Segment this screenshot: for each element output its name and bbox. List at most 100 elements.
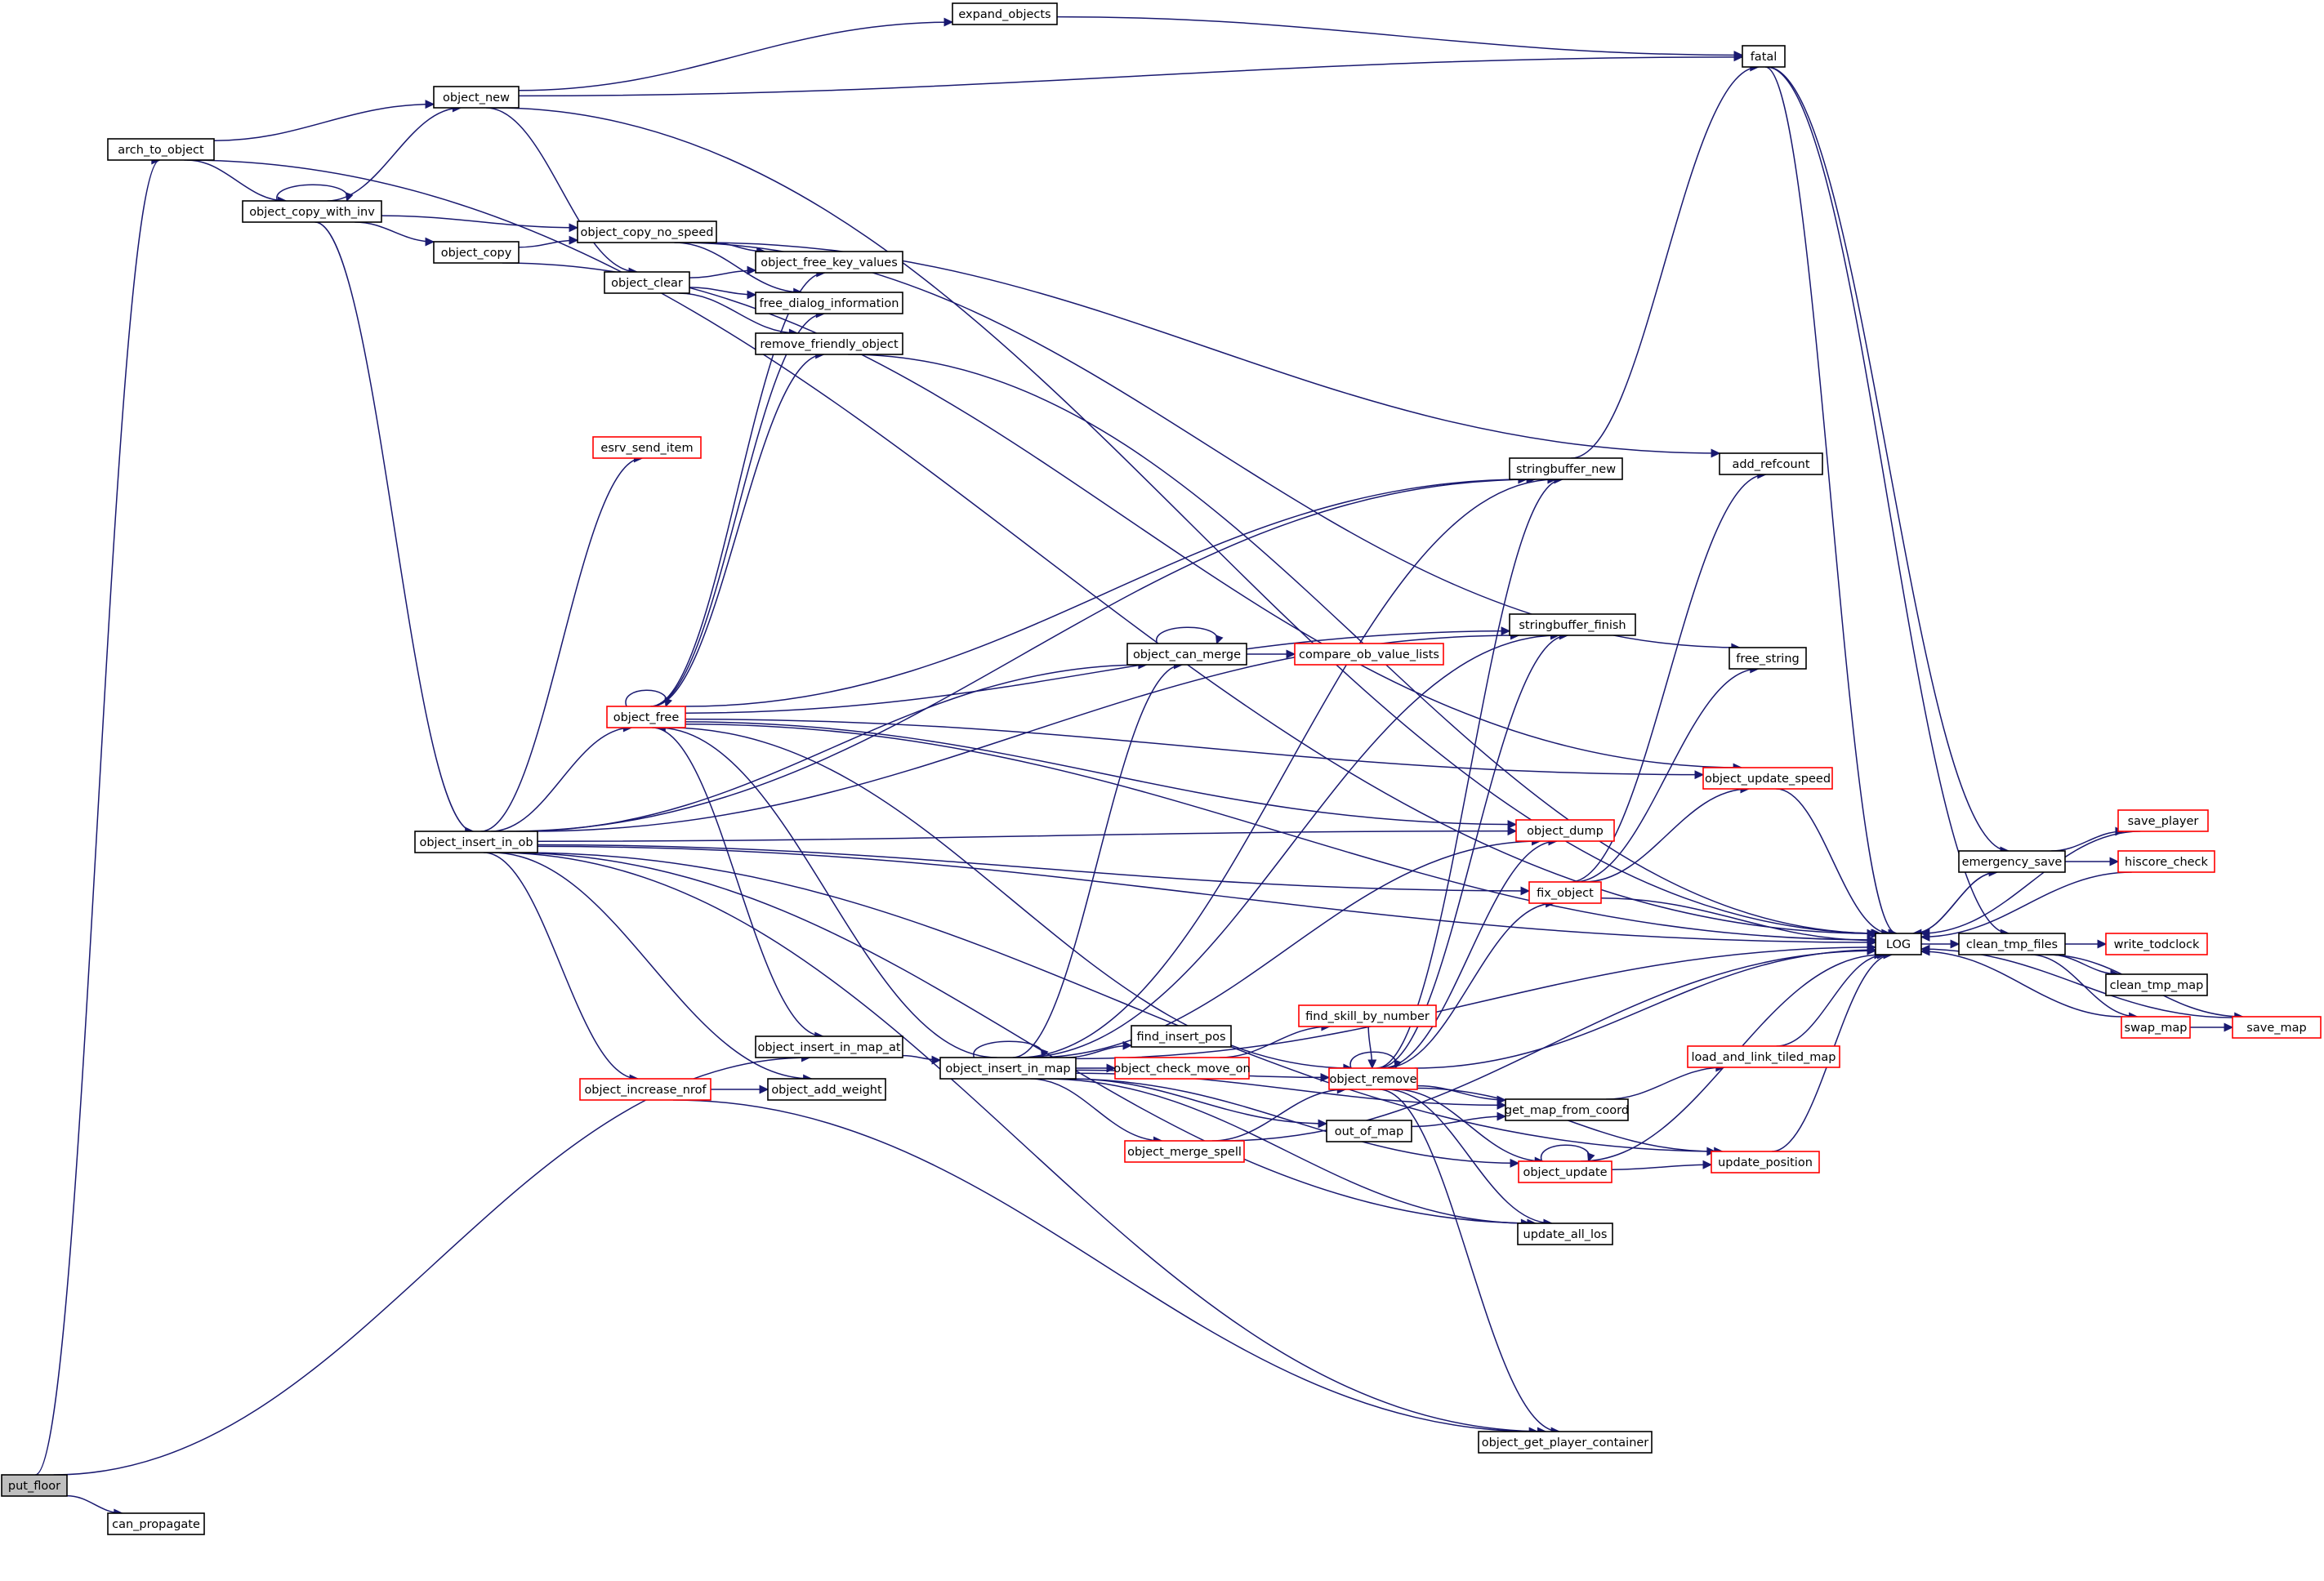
node-object-increase-nrof[interactable]: object_increase_nrof — [579, 1078, 711, 1101]
node-update-position[interactable]: update_position — [1711, 1151, 1820, 1174]
node-object-dump[interactable]: object_dump — [1515, 819, 1615, 842]
node-remove-friendly-object[interactable]: remove_friendly_object — [755, 332, 903, 355]
edge-line — [276, 184, 348, 202]
node-object-free[interactable]: object_free — [606, 706, 686, 728]
edge-object-clear-to-free-dialog-information — [689, 287, 757, 300]
node-label: stringbuffer_new — [1516, 463, 1616, 476]
edge-arrowhead — [1320, 1072, 1331, 1082]
node-object-copy-no-speed[interactable]: object_copy_no_speed — [577, 220, 717, 243]
node-update-all-los[interactable]: update_all_los — [1517, 1222, 1613, 1245]
edge-object-insert-in-ob-to-object-dump — [537, 826, 1518, 842]
node-add-refcount[interactable]: add_refcount — [1719, 452, 1823, 475]
node-object-clear[interactable]: object_clear — [604, 271, 690, 294]
node-write-todclock[interactable]: write_todclock — [2105, 933, 2208, 955]
node-object-can-merge[interactable]: object_can_merge — [1126, 643, 1247, 666]
node-stringbuffer-finish[interactable]: stringbuffer_finish — [1509, 613, 1636, 636]
node-free-dialog-information[interactable]: free_dialog_information — [755, 292, 903, 314]
edge-arrowhead — [1867, 946, 1877, 955]
node-label: get_map_from_coord — [1505, 1104, 1629, 1117]
call-edges — [35, 16, 2244, 1518]
edge-line — [1075, 946, 1876, 1060]
node-put-floor[interactable]: put_floor — [1, 1474, 68, 1497]
node-box — [433, 86, 520, 109]
node-object-copy-with-inv[interactable]: object_copy_with_inv — [242, 200, 382, 223]
edge-line — [1920, 831, 2141, 934]
node-box — [1702, 767, 1833, 790]
node-expand-objects[interactable]: expand_objects — [952, 2, 1058, 25]
node-fatal[interactable]: fatal — [1742, 45, 1786, 68]
edge-line — [1571, 66, 1759, 459]
node-swap-map[interactable]: swap_map — [2121, 1016, 2191, 1039]
node-label: object_free_key_values — [761, 256, 898, 269]
node-object-add-weight[interactable]: object_add_weight — [767, 1078, 886, 1101]
node-object-free-key-values[interactable]: object_free_key_values — [755, 251, 903, 274]
node-box — [1509, 613, 1636, 636]
node-hiscore-check[interactable]: hiscore_check — [2117, 850, 2215, 873]
edge-line — [657, 727, 997, 1058]
edge-line — [1384, 902, 1555, 1069]
edge-line — [1381, 840, 1557, 1069]
node-get-map-from-coord[interactable]: get_map_from_coord — [1505, 1098, 1629, 1121]
node-log[interactable]: LOG — [1875, 933, 1922, 955]
edge-arrowhead — [1510, 1158, 1520, 1168]
node-label: object_copy_no_speed — [581, 226, 714, 239]
node-label: clean_tmp_map — [2110, 979, 2204, 992]
edge-hiscore-check-to-log — [1920, 871, 2132, 942]
node-save-player[interactable]: save_player — [2117, 809, 2209, 832]
edge-line — [1600, 897, 1876, 942]
node-box — [2121, 1016, 2191, 1039]
edge-line — [518, 56, 1743, 97]
edge-object-insert-in-ob-to-esrv-send-item — [480, 453, 644, 832]
edge-arrowhead — [1507, 820, 1518, 830]
edge-object-new-to-fatal — [518, 52, 1744, 97]
node-box — [1518, 1160, 1613, 1183]
edge-object-insert-in-map-to-object-update — [1064, 1078, 1520, 1168]
node-object-new[interactable]: object_new — [433, 86, 520, 109]
node-load-and-link-tiled-map[interactable]: load_and_link_tiled_map — [1687, 1045, 1840, 1068]
node-box — [414, 831, 538, 853]
node-clean-tmp-map[interactable]: clean_tmp_map — [2105, 973, 2208, 996]
node-clean-tmp-files[interactable]: clean_tmp_files — [1958, 933, 2066, 955]
edge-line — [537, 830, 1517, 842]
node-object-insert-in-map[interactable]: object_insert_in_map — [939, 1057, 1077, 1080]
edge-line — [518, 21, 953, 91]
node-object-remove[interactable]: object_remove — [1328, 1067, 1418, 1090]
node-can-propagate[interactable]: can_propagate — [107, 1512, 205, 1535]
node-object-update[interactable]: object_update — [1518, 1160, 1613, 1183]
edge-expand-objects-to-fatal — [1056, 16, 1744, 60]
node-emergency-save[interactable]: emergency_save — [1958, 850, 2066, 873]
node-save-map[interactable]: save_map — [2232, 1016, 2322, 1039]
node-box — [1131, 1025, 1232, 1048]
edge-line — [1574, 668, 1759, 883]
edge-swap-map-to-save-map — [2190, 1022, 2234, 1032]
node-fix-object[interactable]: fix_object — [1528, 881, 1602, 904]
edge-line — [490, 727, 632, 832]
node-box — [1729, 647, 1807, 670]
edge-line — [1030, 1078, 1162, 1142]
node-out-of-map[interactable]: out_of_map — [1326, 1120, 1412, 1142]
node-compare-ob-value-lists[interactable]: compare_ob_value_lists — [1294, 643, 1444, 666]
node-object-insert-in-map-at[interactable]: object_insert_in_map_at — [755, 1035, 903, 1058]
node-free-string[interactable]: free_string — [1729, 647, 1807, 670]
node-esrv-send-item[interactable]: esrv_send_item — [592, 436, 702, 459]
node-object-merge-spell[interactable]: object_merge_spell — [1124, 1140, 1245, 1163]
node-find-skill-by-number[interactable]: find_skill_by_number — [1298, 1004, 1437, 1027]
edge-arrowhead — [1497, 1100, 1507, 1110]
edge-object-insert-in-ob-to-fix-object — [537, 844, 1531, 896]
node-object-insert-in-ob[interactable]: object_insert_in_ob — [414, 831, 538, 853]
node-label: object_insert_in_ob — [419, 836, 533, 849]
node-find-insert-pos[interactable]: find_insert_pos — [1131, 1025, 1232, 1048]
edge-fix-object-to-log — [1600, 897, 1877, 946]
edge-line — [491, 852, 812, 1080]
node-object-copy[interactable]: object_copy — [433, 241, 520, 264]
node-object-check-move-on[interactable]: object_check_move_on — [1113, 1057, 1251, 1080]
node-arch-to-object[interactable]: arch_to_object — [107, 138, 215, 161]
node-label: compare_ob_value_lists — [1299, 648, 1439, 661]
edge-line — [184, 159, 1876, 934]
node-label: object_dump — [1527, 825, 1604, 838]
node-object-update-speed[interactable]: object_update_speed — [1702, 767, 1833, 790]
node-object-get-player-container[interactable]: object_get_player_container — [1478, 1431, 1653, 1454]
edge-get-map-from-coord-to-load-and-link-tiled-map — [1606, 1062, 1725, 1100]
node-label: object_merge_spell — [1127, 1146, 1242, 1159]
node-stringbuffer-new[interactable]: stringbuffer_new — [1509, 457, 1623, 480]
